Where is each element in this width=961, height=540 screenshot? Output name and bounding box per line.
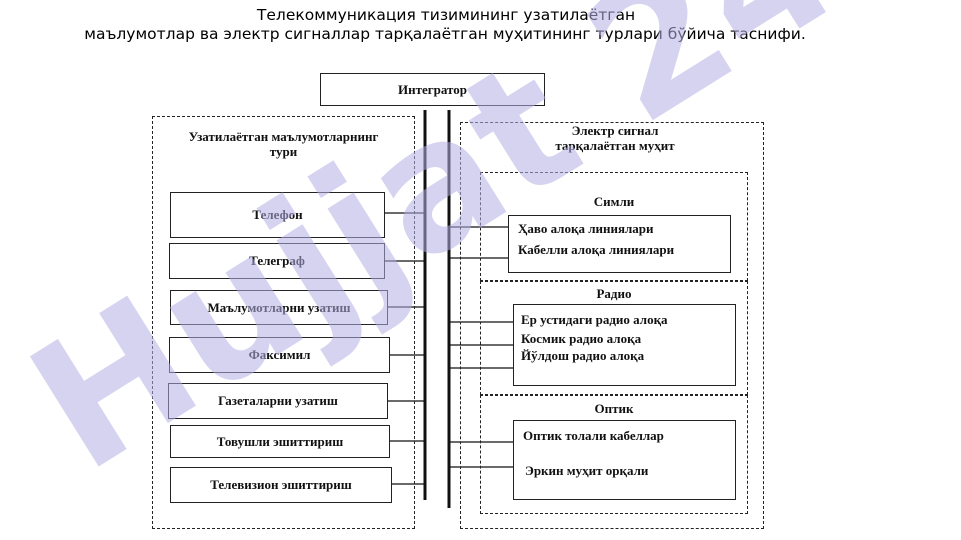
left-group-frame (152, 116, 415, 529)
integrator-label: Интегратор (398, 81, 467, 97)
section-wired-box (508, 215, 731, 273)
data-type-telephone: Телефон (170, 192, 385, 238)
medium-free-space: Эркин муҳит орқали (525, 463, 649, 478)
data-type-telegraph: Телеграф (169, 243, 385, 279)
right-group-title: Электр сигнал тарқалаётган муҳит (555, 123, 675, 153)
slide-title-line-2: маълумотлар ва электр сигналлар тарқалаё… (84, 25, 806, 43)
data-type-newspaper-transfer: Газеталарни узатиш (168, 383, 388, 419)
medium-satellite-radio: Йўлдош радио алоқа (521, 348, 645, 363)
section-optical-frame (480, 395, 748, 514)
section-radio-box (513, 304, 736, 386)
medium-space-radio: Космик радио алоқа (521, 331, 642, 346)
data-type-sound-broadcasting: Товушли эшиттириш (170, 425, 390, 458)
medium-cable-lines: Кабелли алоқа линиялари (518, 242, 675, 257)
slide-title-line-1: Телекоммуникация тизимининг узатилаётган (256, 6, 636, 24)
section-optical-box (513, 420, 736, 500)
section-optical-title: Оптик (594, 401, 634, 416)
left-group-title: Узатилаётган маълумотларнинг тури (188, 129, 379, 159)
right-group-frame (460, 122, 764, 529)
section-radio-title: Радио (596, 286, 632, 301)
data-type-tv-broadcasting: Телевизион эшиттириш (170, 467, 392, 503)
data-type-facsimile: Факсимил (169, 337, 390, 373)
medium-fiber-cables: Оптик толали кабеллар (523, 428, 664, 443)
medium-terrestrial-radio: Ер устидаги радио алоқа (521, 312, 668, 327)
medium-air-lines: Ҳаво алоқа линиялари (518, 221, 654, 236)
slide-title: Телекоммуникация тизимининг узатилаётган… (0, 6, 890, 44)
section-wired-frame (480, 172, 748, 281)
section-radio-frame (480, 281, 748, 395)
section-wired-title: Симли (593, 194, 635, 209)
integrator-box: Интегратор (320, 73, 545, 106)
data-type-data-transfer: Маълумотларни узатиш (170, 290, 388, 325)
